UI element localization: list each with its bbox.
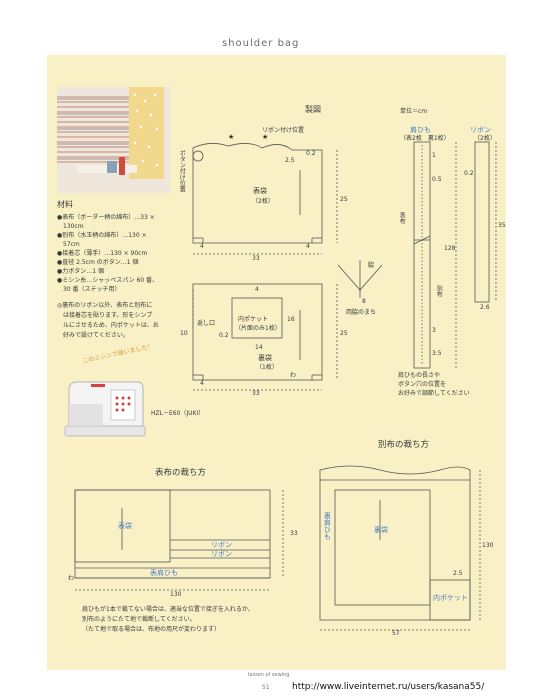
strap-count: （表2枚 裏1枚） bbox=[400, 135, 450, 142]
bag-photo bbox=[57, 87, 170, 193]
wa-label: わ bbox=[290, 372, 297, 379]
materials-note: 好みで設けてください。 bbox=[63, 332, 129, 339]
dim-label: 0.2 bbox=[464, 170, 474, 177]
button-position-label: ボタン付け位置 bbox=[178, 150, 186, 192]
inner-pocket-count: （片面のみ1枚） bbox=[235, 325, 281, 332]
materials-line: 130cm bbox=[63, 223, 84, 230]
dim-label: 2.6 bbox=[480, 304, 490, 311]
dim-label: 4 bbox=[200, 380, 204, 387]
materials-note: ◎裏布のリボン以外、表布と別布に bbox=[57, 302, 153, 309]
materials-heading: 材料 bbox=[57, 200, 73, 209]
cut-ribbon: リボン bbox=[211, 541, 232, 549]
other-side-label: 別布 bbox=[435, 285, 443, 297]
cut-outer-strap: 表肩ひも bbox=[150, 569, 178, 577]
page-title: shoulder bag bbox=[222, 38, 300, 49]
outer-bag-label: 表袋 bbox=[253, 187, 267, 195]
dim-label: 0.2 bbox=[219, 332, 229, 339]
sewing-machine-photo bbox=[63, 376, 147, 438]
dim-label: 0.5 bbox=[432, 176, 442, 183]
dim-label: 25 bbox=[340, 196, 348, 203]
dim-label: 0.2 bbox=[306, 150, 316, 157]
shoulder-strap-label: 肩ひも bbox=[410, 126, 431, 134]
materials-note: は接着芯を貼ります。形をシンプ bbox=[63, 312, 153, 319]
dim-label: 128 bbox=[444, 245, 456, 252]
gusset-side-label: 脇 bbox=[368, 262, 375, 269]
outer-bag-count: （2枚） bbox=[252, 198, 274, 205]
other-cutting-heading: 別布の裁ち方 bbox=[378, 440, 430, 450]
cut-outer-bag: 表袋 bbox=[118, 522, 132, 530]
materials-line: ●別布（水玉柄の綿布）…130 × bbox=[57, 232, 147, 239]
dim-label: 10 bbox=[180, 330, 188, 337]
strap-note: 肩ひもの長さや bbox=[398, 372, 441, 379]
cutting-note: 別布のようにたて地で裁断してください。 bbox=[82, 616, 196, 623]
dim-label: 16 bbox=[287, 316, 295, 323]
source-url[interactable]: http://www.liveinternet.ru/users/kasana5… bbox=[292, 682, 485, 692]
opening-label: 返し口 bbox=[197, 320, 216, 327]
dim-label: 4 bbox=[255, 286, 259, 293]
drawing-heading: 製図 bbox=[305, 105, 321, 114]
unit-label: 単位＝cm bbox=[400, 108, 428, 115]
wa-label: わ bbox=[68, 575, 75, 582]
dim-label: 35 bbox=[498, 222, 506, 229]
dim-label: 130 bbox=[170, 591, 182, 598]
dim-label: 3 bbox=[432, 327, 436, 334]
materials-line: ●力ボタン…1 個 bbox=[57, 268, 104, 275]
dim-label: 33 bbox=[290, 530, 298, 537]
gusset-label: 両脇のまち bbox=[346, 309, 377, 316]
materials-line: ●直径 2.5cm のボタン…1 個 bbox=[57, 259, 139, 266]
dim-label: 14 bbox=[255, 344, 263, 351]
materials-line: ●ミシン糸…シャッペスパン 60 番、 bbox=[57, 277, 158, 284]
dim-label: 8 bbox=[362, 298, 366, 305]
machine-caption: HZL－E60（JUKI） bbox=[151, 410, 205, 417]
dim-label: 25 bbox=[340, 330, 348, 337]
dim-label: 2.5 bbox=[453, 570, 463, 577]
materials-line: ●表布（ボーダー柄の綿布）…33 × bbox=[57, 214, 155, 221]
dim-label: 4 bbox=[306, 243, 310, 250]
dim-label: 4 bbox=[200, 243, 204, 250]
lining-bag-count: （1枚） bbox=[256, 364, 278, 371]
svg-text:★: ★ bbox=[228, 133, 234, 141]
materials-line: ●接着芯（薄手）…130 × 90cm bbox=[57, 250, 148, 257]
strap-note: ボタン穴の位置を bbox=[398, 381, 447, 388]
outer-side-label: 表布 bbox=[398, 212, 406, 224]
svg-text:★: ★ bbox=[262, 133, 268, 141]
page-number: 51 bbox=[262, 684, 270, 691]
cut-ribbon: リボン bbox=[211, 550, 232, 558]
cutting-note: （たて地で取る場合は、布地の用尺が変わります） bbox=[82, 626, 221, 633]
dim-label: 3.5 bbox=[432, 350, 442, 357]
inner-pocket-label: 内ポケット bbox=[238, 316, 269, 323]
ribbon-count: （2枚） bbox=[474, 135, 496, 142]
cut-inner-pocket: 内ポケット bbox=[433, 594, 468, 602]
strap-note: お好みで調節してください bbox=[398, 390, 470, 397]
dim-label: 1 bbox=[432, 152, 436, 159]
cut-lining-bag: 裏袋 bbox=[374, 526, 388, 534]
materials-note: ルにさせるため、内ポケットは、お bbox=[63, 322, 159, 329]
dim-label: 130 bbox=[482, 542, 494, 549]
cutting-note: 肩ひもが1本で裁てない場合は、適当な位置で接ぎを入れるか、 bbox=[82, 606, 254, 613]
dim-label: 33 bbox=[252, 255, 260, 262]
dim-label: 57 bbox=[392, 630, 400, 637]
outer-cutting-heading: 表布の裁ち方 bbox=[155, 468, 207, 478]
dim-label: 33 bbox=[252, 390, 260, 397]
cut-lining-strap: 裏肩ひも bbox=[323, 512, 332, 540]
dim-label: 2.5 bbox=[285, 157, 295, 164]
materials-line: 57cm bbox=[63, 241, 80, 248]
ribbon-position-label: リボン付け位置 bbox=[262, 127, 305, 134]
ribbon-label: リボン bbox=[470, 126, 491, 134]
footer-lesson: lesson of sewing bbox=[248, 672, 290, 678]
materials-line: 30 番（ステッチ用） bbox=[63, 286, 121, 293]
lining-bag-label: 裏袋 bbox=[258, 354, 272, 362]
